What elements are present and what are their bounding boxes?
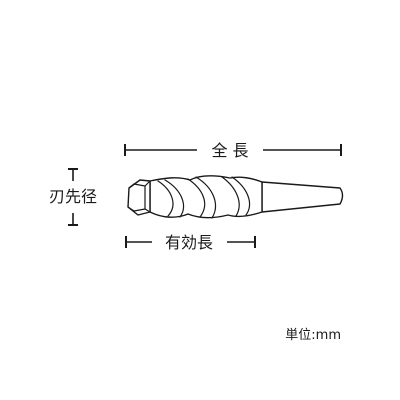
drill-bit-icon bbox=[127, 175, 344, 219]
drill-shank bbox=[261, 181, 344, 213]
tip-diameter-dimension: 刃先径 bbox=[49, 168, 97, 226]
drill-spiral-5 bbox=[221, 176, 240, 217]
drill-spiral-3 bbox=[187, 178, 206, 218]
total-length-label: 全 長 bbox=[211, 141, 248, 160]
drill-spiral-2 bbox=[164, 179, 185, 218]
drill-tip-facet-1 bbox=[133, 183, 146, 212]
effective-length-dimension: 有効長 bbox=[125, 233, 256, 252]
drill-spiral-4 bbox=[195, 176, 217, 219]
tip-diameter-label: 刃先径 bbox=[49, 187, 97, 206]
drill-tip-facet-3 bbox=[127, 206, 135, 212]
total-length-dimension: 全 長 bbox=[124, 141, 342, 160]
drill-tip-facet-2 bbox=[128, 183, 135, 189]
drill-tip-facet-4 bbox=[144, 180, 151, 213]
unit-label: 単位:mm bbox=[285, 327, 341, 343]
drill-spiral-6 bbox=[231, 176, 251, 216]
effective-length-label: 有効長 bbox=[165, 233, 213, 252]
drill-flute-body bbox=[149, 175, 263, 219]
drill-spiral-1 bbox=[157, 180, 174, 217]
